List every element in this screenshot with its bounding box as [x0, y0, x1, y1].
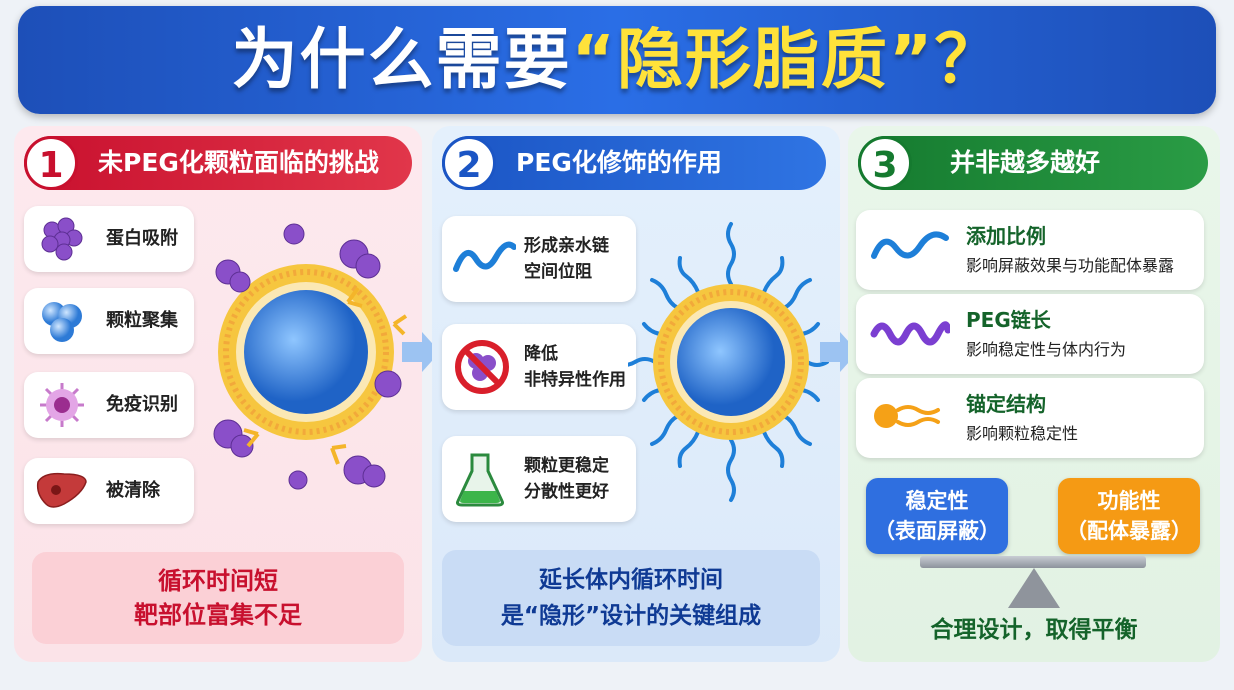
- title-part-1: 为什么需要: [231, 21, 572, 98]
- immune-cell-icon: [40, 383, 84, 427]
- challenge-card-aggregation: 颗粒聚集: [24, 288, 194, 354]
- factor-card-chain-length: PEG链长 影响稳定性与体内行为: [856, 294, 1204, 374]
- challenge-card-immune: 免疫识别: [24, 372, 194, 438]
- effect-card-stability: 颗粒更稳定 分散性更好: [442, 436, 636, 522]
- particle-aggregate-icon: [42, 302, 82, 342]
- challenge-label: 被清除: [106, 480, 160, 501]
- panel-3-header: 3 并非越多越好: [858, 136, 1208, 190]
- arrow-right-icon: [402, 332, 440, 372]
- factor-heading: 锚定结构: [966, 392, 1046, 416]
- challenge-footer: 循环时间短 靶部位富集不足: [32, 552, 404, 644]
- balance-fulcrum-icon: [1008, 568, 1060, 608]
- flask-icon: [456, 453, 504, 507]
- balance-footer: 合理设计，取得平衡: [930, 617, 1138, 643]
- effect-line: 颗粒更稳定: [524, 456, 609, 476]
- effect-line: 非特异性作用: [524, 370, 626, 390]
- anchor-lipid-icon: [874, 404, 940, 428]
- effect-line: 降低: [524, 344, 558, 364]
- stability-box: 稳定性 （表面屏蔽）: [866, 478, 1008, 554]
- effect-line: 分散性更好: [524, 482, 609, 502]
- effect-line: 形成亲水链: [524, 236, 609, 256]
- panel-1-title: 未PEG化颗粒面临的挑战: [98, 148, 379, 177]
- challenge-card-clearance: 被清除: [24, 458, 194, 524]
- panel-challenges: 1 未PEG化颗粒面临的挑战 蛋白吸附 颗粒聚集 免疫识别: [14, 126, 422, 662]
- factor-heading: PEG链长: [966, 308, 1051, 332]
- footer-line-2: 靶部位富集不足: [134, 601, 302, 629]
- factor-card-ratio: 添加比例 影响屏蔽效果与功能配体暴露: [856, 210, 1204, 290]
- effect-label: 降低 非特异性作用: [524, 341, 626, 393]
- factor-desc: 影响屏蔽效果与功能配体暴露: [966, 256, 1175, 275]
- purple-chain-icon: [870, 321, 950, 346]
- effect-line: 空间位阻: [524, 262, 592, 282]
- effect-label: 颗粒更稳定 分散性更好: [524, 453, 609, 505]
- peg-footer: 延长体内循环时间 是“隐形”设计的关键组成: [442, 550, 820, 646]
- panel-2-number: 2: [442, 136, 496, 190]
- effect-label: 形成亲水链 空间位阻: [524, 233, 609, 285]
- factor-heading: 添加比例: [966, 224, 1046, 248]
- panel-peg-effects: 2 PEG化修饰的作用 形成亲水链 空间位阻 降低 非特异性作用 颗粒更稳定 分…: [432, 126, 840, 662]
- footer-line-1: 延长体内循环时间: [539, 567, 723, 593]
- liver-icon: [36, 472, 87, 508]
- pegylated-particle-illustration: [628, 222, 829, 502]
- functionality-label: 功能性: [1097, 489, 1161, 513]
- functionality-box: 功能性 （配体暴露）: [1058, 478, 1200, 554]
- challenge-label: 颗粒聚集: [106, 310, 178, 331]
- factor-desc: 影响稳定性与体内行为: [966, 340, 1127, 359]
- challenge-label: 免疫识别: [106, 394, 178, 415]
- stability-label: 稳定性: [905, 489, 969, 513]
- footer-line-2: 是“隐形”设计的关键组成: [500, 603, 762, 629]
- panel-balance: 3 并非越多越好 添加比例 影响屏蔽效果与功能配体暴露 PEG链长 影响稳定性与…: [848, 126, 1220, 662]
- effect-card-hydrophilic: 形成亲水链 空间位阻: [442, 216, 636, 302]
- challenge-card-protein: 蛋白吸附: [24, 206, 194, 272]
- title-part-2: “隐形脂质”？: [571, 21, 1003, 98]
- wavy-chain-icon: [453, 241, 516, 272]
- functionality-sub: （配体暴露）: [1066, 519, 1192, 543]
- effect-card-nonspecific: 降低 非特异性作用: [442, 324, 636, 410]
- title-banner: 为什么需要“隐形脂质”？: [18, 6, 1216, 114]
- panel-1-number: 1: [24, 136, 78, 190]
- panel-1-header: 1 未PEG化颗粒面临的挑战: [24, 136, 412, 190]
- panel-3-title: 并非越多越好: [950, 148, 1101, 177]
- factor-card-anchor: 锚定结构 影响颗粒稳定性: [856, 378, 1204, 458]
- panel-2-title: PEG化修饰的作用: [516, 148, 722, 177]
- balance-plank: [920, 556, 1146, 568]
- factor-desc: 影响颗粒稳定性: [966, 424, 1079, 443]
- challenge-label: 蛋白吸附: [106, 228, 178, 249]
- panel-2-header: 2 PEG化修饰的作用: [442, 136, 826, 190]
- footer-line-1: 循环时间短: [158, 567, 278, 595]
- unpegylated-particle-illustration: [213, 223, 408, 490]
- panel-3-number: 3: [858, 136, 912, 190]
- blue-chain-icon: [871, 231, 949, 259]
- protein-cluster-icon: [41, 217, 83, 261]
- stability-sub: （表面屏蔽）: [874, 519, 1000, 543]
- no-protein-icon: [455, 340, 509, 394]
